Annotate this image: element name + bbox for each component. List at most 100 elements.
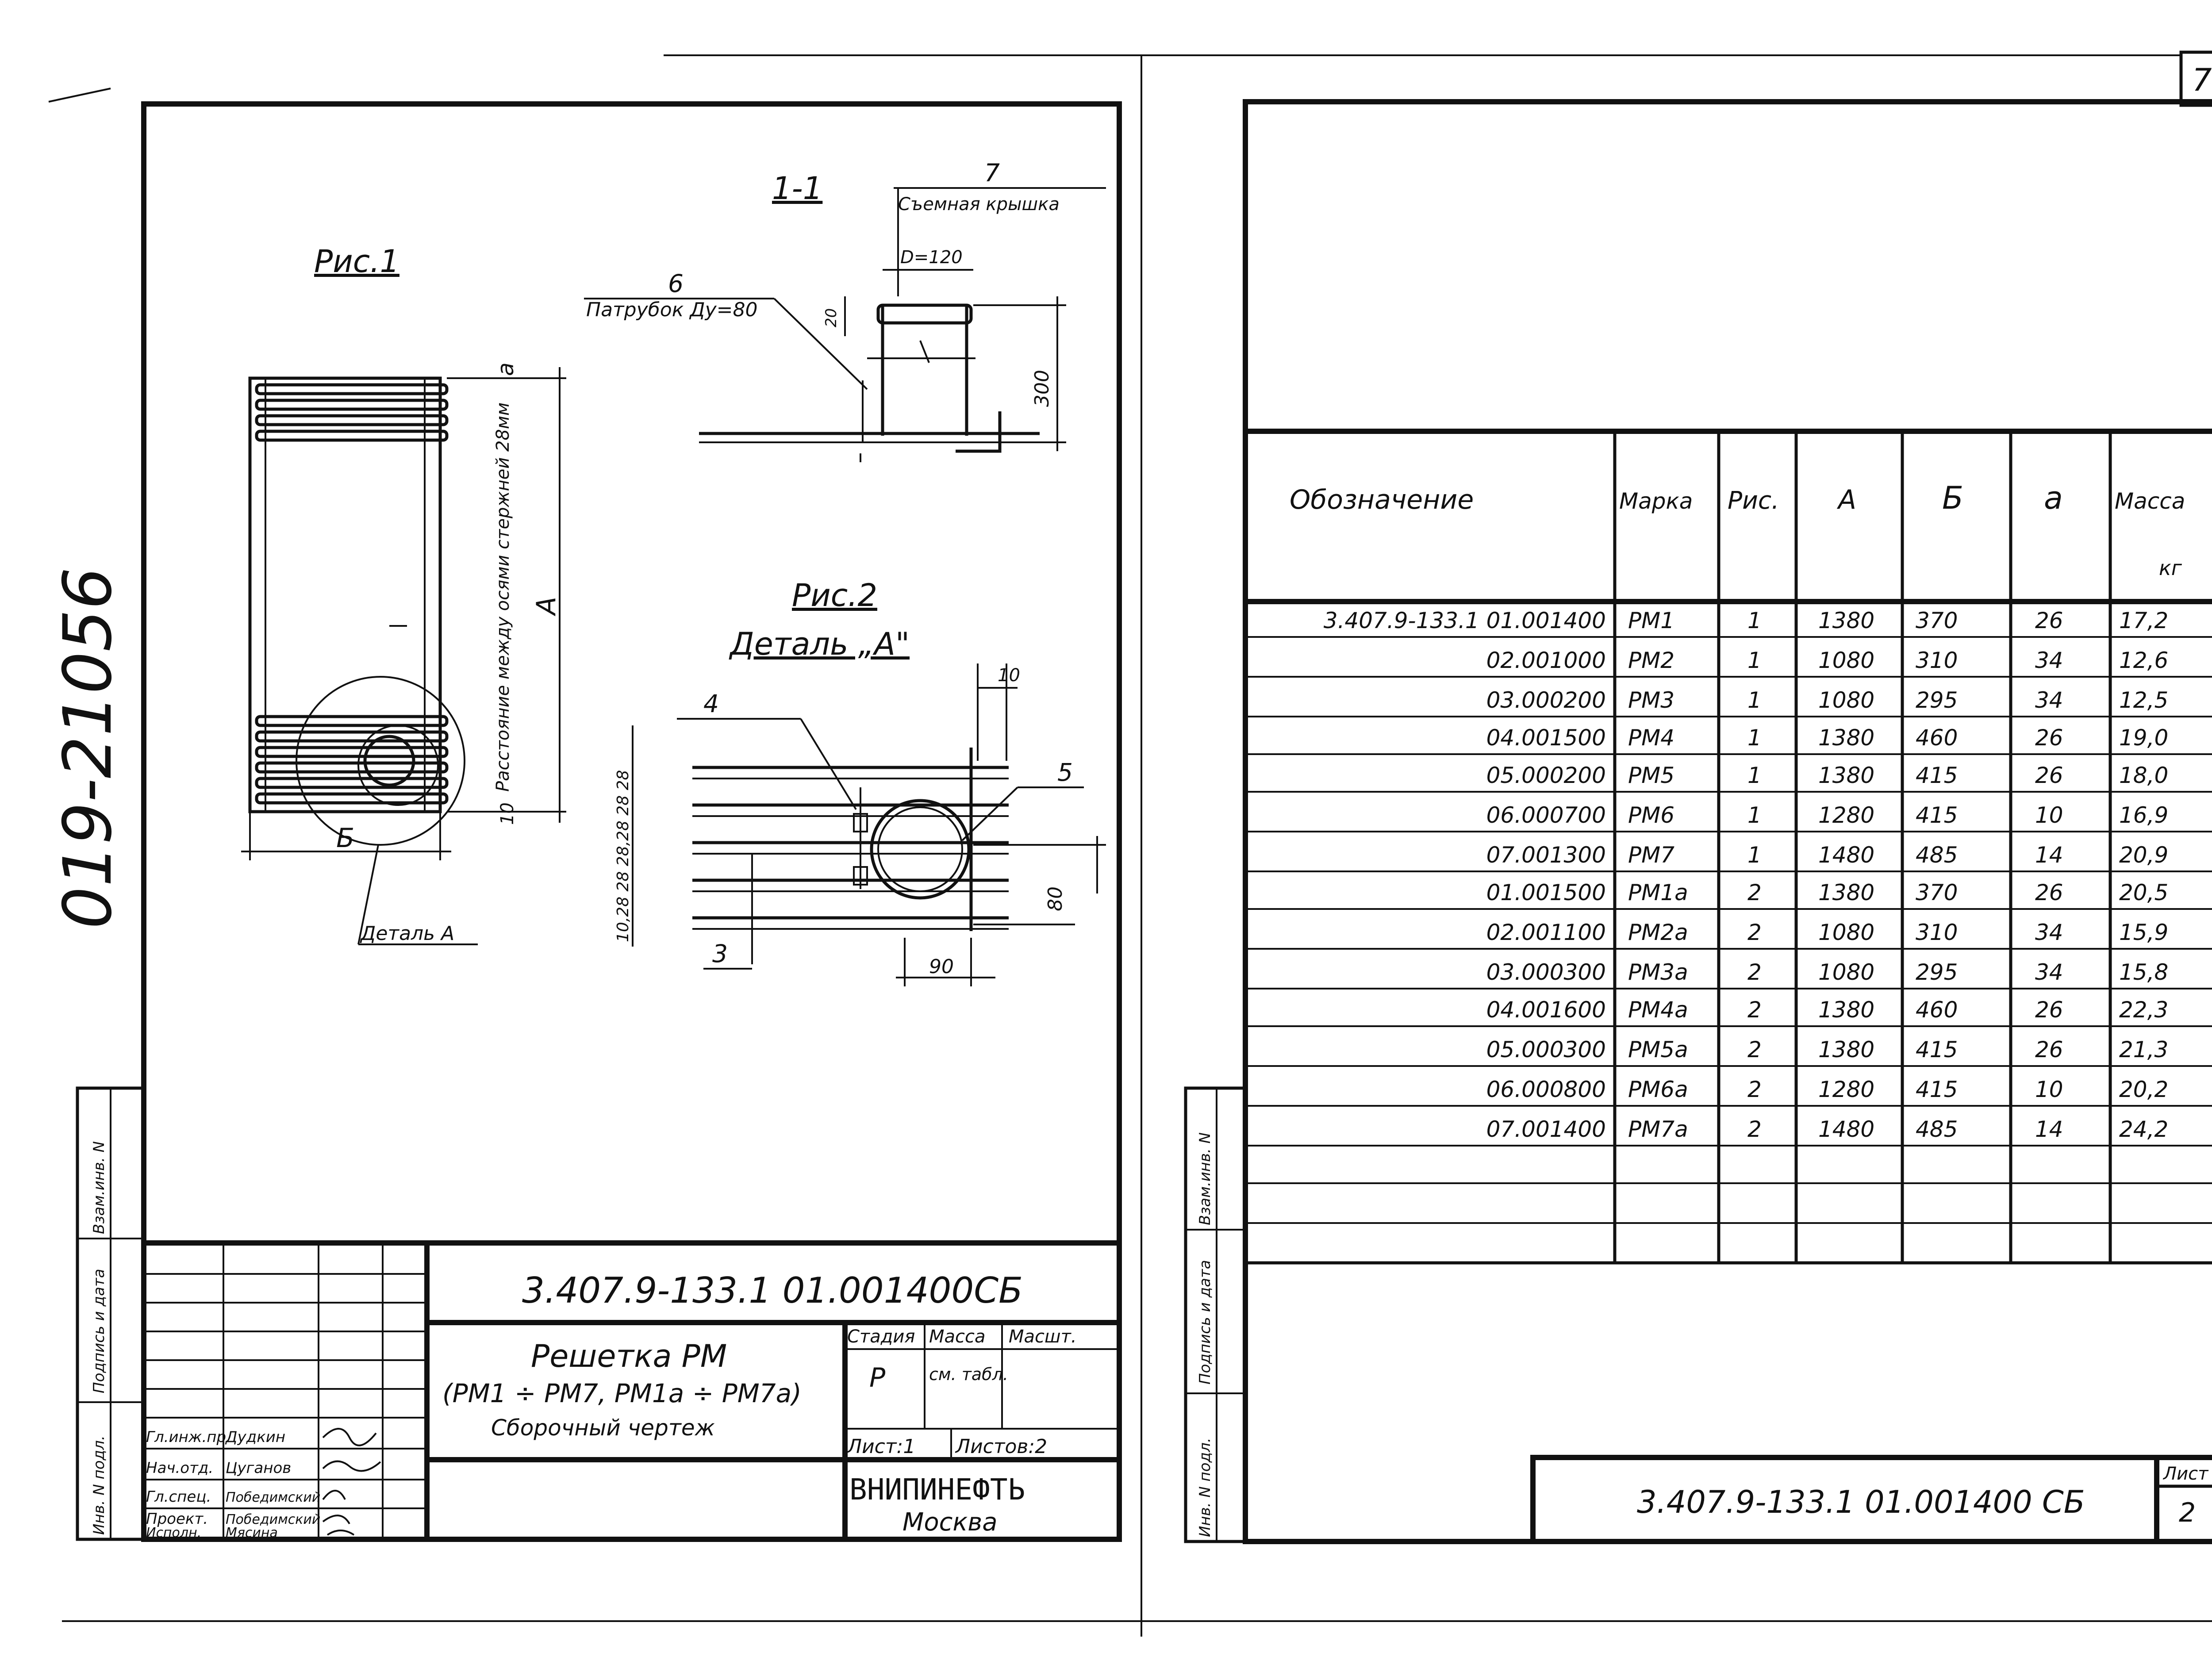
table-row: 03.000300 РМ3а 2 1080 295 34 15,8 — [1486, 959, 2169, 985]
right-title-block: 3.407.9-133.1 01.001400 СБ Лист 2 — [1530, 1455, 2212, 1544]
section-pos7-label: Съемная крышка — [898, 194, 1060, 215]
section-1-1: 1-1 7 Съемная крышка D=120 6 Патрубок Ду… — [584, 159, 1106, 462]
right-sheet: Взам.инв. N Подпись и дата Инв. N подл. — [1184, 99, 2212, 1544]
table-row: 02.001100 РМ2а 2 1080 310 34 15,9 — [1486, 920, 2169, 945]
cell-mark: РМ7 — [1628, 842, 1674, 868]
cell-designation: 01.001500 — [1486, 880, 1606, 905]
cell-mass: 22,3 — [2119, 997, 2168, 1023]
cell-A: 1380 — [1818, 608, 1874, 633]
cell-a: 14 — [2035, 842, 2063, 868]
staff-role-1: Гл.инж.пр. — [146, 1428, 231, 1446]
staff-role-3: Гл.спец. — [146, 1488, 211, 1506]
cell-mark: РМ3а — [1628, 959, 1688, 985]
cell-mass: 15,8 — [2119, 959, 2168, 985]
fig1-dim-A: A — [531, 597, 562, 617]
cell-mass: 20,5 — [2119, 880, 2168, 905]
table-row: 03.000200 РМ3 1 1080 295 34 12,5 — [1486, 687, 2169, 713]
staff-role-4: Проект. — [146, 1510, 208, 1528]
cell-A: 1380 — [1818, 725, 1874, 751]
scale-header: Масшт. — [1009, 1327, 1077, 1347]
right-side-stamp: Взам.инв. N Подпись и дата Инв. N подл. — [1184, 1086, 1247, 1543]
table-row: 06.000700 РМ6 1 1280 415 10 16,9 — [1486, 802, 2169, 828]
cell-fig: 2 — [1747, 1037, 1762, 1062]
signature-marks — [322, 1428, 381, 1536]
stage-header: Стадия — [847, 1327, 915, 1347]
table-row: 04.001600 РМ4а 2 1380 460 26 22,3 — [1486, 997, 2169, 1023]
section-dim-300: 300 — [1031, 370, 1053, 407]
cell-a: 26 — [2035, 763, 2063, 788]
right-doc-code: 3.407.9-133.1 01.001400 СБ — [1637, 1484, 2085, 1520]
right-inv-label: Инв. N подл. — [1196, 1438, 1214, 1537]
cell-designation: 06.000800 — [1486, 1077, 1606, 1102]
cell-designation: 02.001000 — [1486, 648, 1606, 673]
hdr-mark: Марка — [1619, 488, 1693, 514]
section-pos7: 7 — [984, 159, 1000, 187]
cell-fig: 1 — [1747, 842, 1762, 868]
cell-B: 370 — [1916, 608, 1958, 633]
cell-mass: 20,9 — [2119, 842, 2168, 868]
left-sheet: 019-21056 Взам.инв. N Подпись и дата Инв… — [50, 101, 1122, 1542]
left-inv-label: Инв. N подл. — [90, 1435, 108, 1535]
cell-fig: 1 — [1747, 608, 1762, 633]
cell-mark: РМ4а — [1628, 997, 1688, 1023]
fig2-spacing: 10,28 28 28,28 28 28 — [614, 770, 632, 942]
fig2-drawing: Рис.2 Деталь „А" 4 5 3 — [614, 577, 1106, 986]
section-pos6-label: Патрубок Ду=80 — [586, 299, 758, 321]
table-row: 02.001000 РМ2 1 1080 310 34 12,6 — [1486, 648, 2169, 673]
fig1-dim-a: a — [493, 362, 518, 376]
spec-table: Обозначение Марка Рис. А Б а Масса кг 3.… — [1245, 429, 2212, 1265]
staff-role-2: Нач.отд. — [146, 1459, 213, 1477]
cell-mass: 24,2 — [2119, 1116, 2168, 1142]
staff-role-5: Исполн. — [146, 1525, 201, 1541]
cell-designation: 07.001300 — [1486, 842, 1606, 868]
fig2-dim-90: 90 — [929, 955, 954, 978]
cell-A: 1380 — [1818, 880, 1874, 905]
cell-fig: 2 — [1747, 997, 1762, 1023]
cell-A: 1280 — [1818, 1077, 1874, 1102]
table-row: 3.407.9-133.1 01.001400 РМ1 1 1380 370 2… — [1324, 608, 2169, 633]
vertical-code: 019-21056 — [50, 567, 127, 929]
cell-fig: 2 — [1747, 1077, 1762, 1102]
cell-B: 485 — [1916, 1116, 1958, 1142]
page-number: 71 — [2192, 62, 2212, 98]
staff-name-1: Дудкин — [225, 1428, 285, 1446]
cell-mark: РМ3 — [1628, 687, 1674, 713]
cell-designation: 03.000200 — [1486, 687, 1606, 713]
table-row: 04.001500 РМ4 1 1380 460 26 19,0 — [1486, 725, 2169, 751]
cell-B: 415 — [1916, 1037, 1958, 1062]
cell-A: 1380 — [1818, 1037, 1874, 1062]
section-dim-20: 20 — [822, 308, 840, 327]
cell-mark: РМ6 — [1628, 802, 1674, 828]
staff-name-2: Цуганов — [226, 1459, 291, 1477]
cell-fig: 1 — [1747, 687, 1762, 713]
cell-mass: 15,9 — [2119, 920, 2168, 945]
cell-mark: РМ6а — [1628, 1077, 1688, 1102]
cell-designation: 02.001100 — [1486, 920, 1606, 945]
cell-designation: 07.001400 — [1486, 1116, 1606, 1142]
cell-B: 295 — [1916, 687, 1958, 713]
cell-designation: 06.000700 — [1486, 802, 1606, 828]
cell-B: 415 — [1916, 1077, 1958, 1102]
cell-fig: 1 — [1747, 763, 1762, 788]
fig2-dim-80: 80 — [1044, 886, 1067, 911]
fig2-pos4: 4 — [703, 690, 719, 718]
staff-name-3: Победимский — [226, 1490, 320, 1505]
right-podpis-label: Подпись и дата — [1196, 1260, 1214, 1384]
cell-a: 10 — [2035, 802, 2063, 828]
cell-mass: 21,3 — [2119, 1037, 2168, 1062]
cell-B: 370 — [1916, 880, 1958, 905]
cell-B: 415 — [1916, 763, 1958, 788]
fig1-title: Рис.1 — [314, 243, 399, 280]
cell-mass: 20,2 — [2119, 1077, 2168, 1102]
fig2-pos3: 3 — [712, 940, 728, 968]
cell-a: 26 — [2035, 725, 2063, 751]
cell-A: 1080 — [1818, 959, 1874, 985]
cell-a: 26 — [2035, 1037, 2063, 1062]
cell-A: 1080 — [1818, 687, 1874, 713]
table-row: 05.000300 РМ5а 2 1380 415 26 21,3 — [1486, 1037, 2169, 1062]
cell-designation: 05.000200 — [1486, 763, 1606, 788]
cell-a: 26 — [2035, 880, 2063, 905]
cell-fig: 2 — [1747, 959, 1762, 985]
cell-mass: 12,5 — [2119, 687, 2168, 713]
cell-mass: 17,2 — [2119, 608, 2168, 633]
